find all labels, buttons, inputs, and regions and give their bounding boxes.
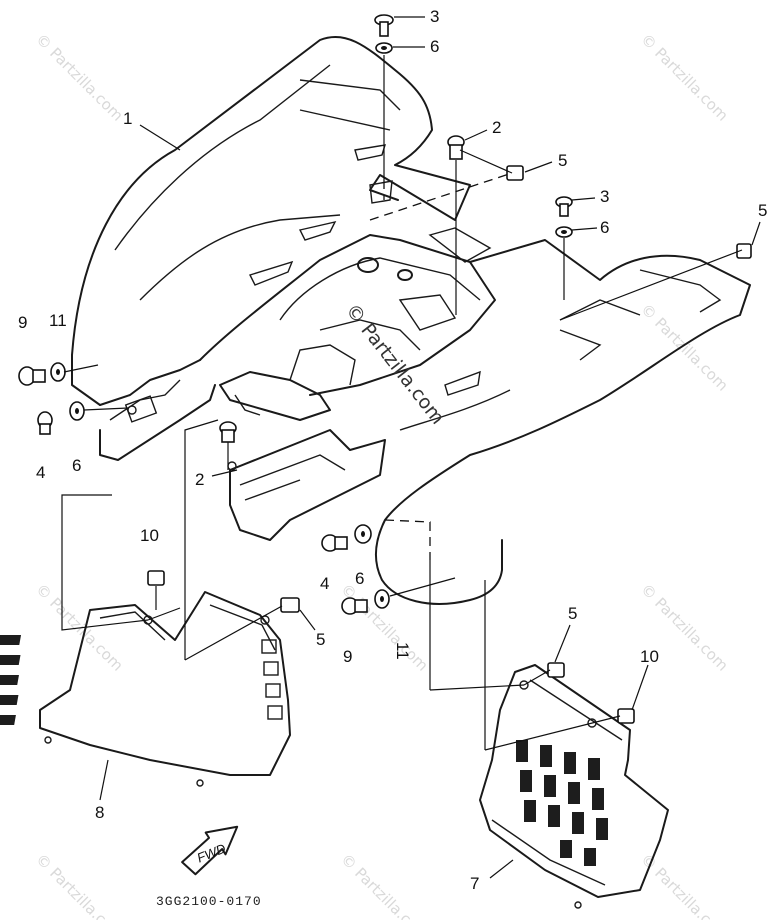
rear-fender-part[interactable] xyxy=(71,35,751,605)
callout-4-left: 4 xyxy=(36,463,45,482)
callout-5-far-right: 5 xyxy=(758,201,767,220)
callout-9-center: 9 xyxy=(343,647,352,666)
callout-8: 8 xyxy=(95,803,104,822)
callout-6-center: 6 xyxy=(355,569,364,588)
callout-2-top: 2 xyxy=(492,118,501,137)
callout-3-top: 3 xyxy=(430,7,439,26)
fwd-arrow: FWD xyxy=(181,825,239,876)
callout-6-top: 6 xyxy=(430,37,439,56)
flap-louvers-left xyxy=(0,635,283,725)
callout-9-left: 9 xyxy=(18,313,27,332)
washer-6-center[interactable] xyxy=(354,524,372,544)
callout-7: 7 xyxy=(470,874,479,893)
watermark-layer: © Partzilla.com © Partzilla.com © Partzi… xyxy=(32,30,732,920)
bolt-4-left[interactable] xyxy=(37,411,53,435)
watermark-text: © Partzilla.com xyxy=(32,30,127,125)
bolt-4-center[interactable] xyxy=(321,534,348,552)
flap-louvers-right xyxy=(516,740,608,866)
nut-5-far-right[interactable] xyxy=(736,243,752,259)
callout-11-left: 11 xyxy=(49,311,67,330)
nut-5-lower-left[interactable] xyxy=(280,597,300,613)
callout-10-right: 10 xyxy=(640,647,659,666)
callout-6-left: 6 xyxy=(72,456,81,475)
nut-10-right[interactable] xyxy=(617,708,635,724)
callout-5-lower-left: 5 xyxy=(316,630,325,649)
callout-10-left: 10 xyxy=(140,526,159,545)
bolt-9-center[interactable] xyxy=(341,597,368,615)
nut-5-lower-right[interactable] xyxy=(547,662,565,678)
callout-2-lower: 2 xyxy=(195,470,204,489)
hardware xyxy=(18,14,752,724)
callout-1: 1 xyxy=(123,109,132,128)
left-mudflap-part[interactable] xyxy=(0,591,291,787)
watermark-text: © Partzilla.com xyxy=(32,850,127,920)
bolt-3-top[interactable] xyxy=(374,14,394,37)
diagram-code: 3GG2100-0170 xyxy=(156,894,262,909)
bolt-3-right[interactable] xyxy=(555,196,573,217)
callout-5-upper: 5 xyxy=(558,151,567,170)
bolt-2-lower[interactable] xyxy=(219,421,237,443)
right-mudflap-part[interactable] xyxy=(479,664,669,909)
callout-11-center: 11 xyxy=(393,642,412,660)
bolt-9-left[interactable] xyxy=(18,366,46,386)
assembly-lines xyxy=(61,16,761,879)
watermark-text: © Partzilla.com xyxy=(637,30,732,125)
callout-3-right: 3 xyxy=(600,187,609,206)
callouts: 1 3 6 2 5 3 6 5 9 11 4 6 2 10 5 4 6 9 11… xyxy=(18,7,767,893)
washer-11-center[interactable] xyxy=(374,589,390,609)
washer-6-left[interactable] xyxy=(69,401,85,421)
bolt-2-top[interactable] xyxy=(447,135,465,160)
watermark-text: © Partzilla.com xyxy=(337,850,432,920)
callout-4-center: 4 xyxy=(320,574,329,593)
callout-6-right: 6 xyxy=(600,218,609,237)
callout-5-lower-right: 5 xyxy=(568,604,577,623)
washer-11-left[interactable] xyxy=(50,362,66,382)
center-watermark: © Partzilla.com xyxy=(341,300,449,429)
fwd-label: FWD xyxy=(195,841,228,866)
nut-5-upper[interactable] xyxy=(506,165,524,181)
washer-6-top[interactable] xyxy=(375,42,393,54)
nut-10-left[interactable] xyxy=(147,570,165,586)
watermark-text: © Partzilla.com xyxy=(637,300,732,395)
washer-6-right[interactable] xyxy=(555,226,573,238)
